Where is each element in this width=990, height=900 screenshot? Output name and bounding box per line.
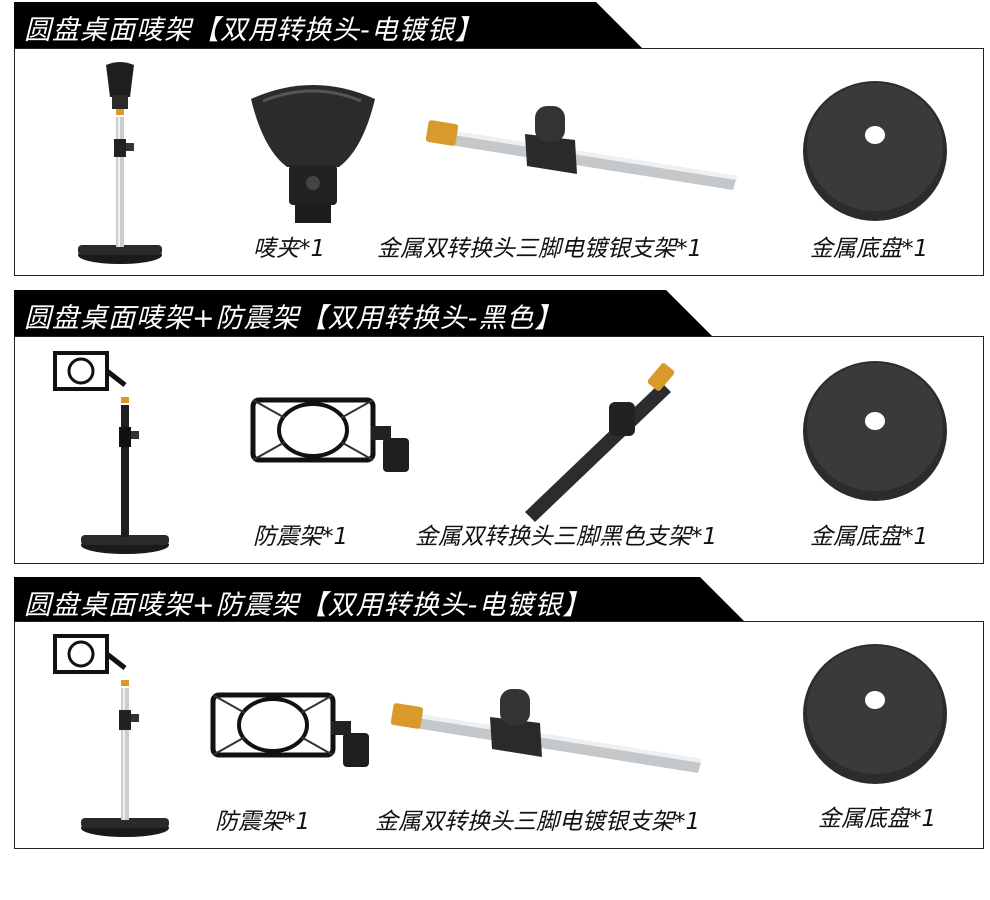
caption-mic-clip: 唛夹*1 [253,236,326,262]
section-2-panel: 防震架*1 金属双转换头三脚黑色支架*1 金属底盘*1 [14,336,984,564]
caption-round-base: 金属底盘*1 [810,236,929,262]
caption-shock-mount: 防震架*1 [253,524,349,550]
section-3-title: 圆盘桌面唛架+防震架【双用转换头-电镀银】 [24,590,591,621]
section-1-header: 圆盘桌面唛架【双用转换头-电镀银】 [14,2,654,48]
caption-extension-arm: 金属双转换头三脚电镀银支架*1 [377,236,703,262]
section-2-header: 圆盘桌面唛架+防震架【双用转换头-黑色】 [14,290,714,336]
caption-round-base: 金属底盘*1 [810,524,929,550]
caption-round-base: 金属底盘*1 [818,806,937,832]
black-extension-arm-icon [525,363,675,522]
mic-stand-shock-mount-icon [53,351,169,554]
round-base-icon [803,81,947,221]
round-base-icon [803,644,947,784]
shock-mount-icon [210,692,369,767]
section-1-title: 圆盘桌面唛架【双用转换头-电镀银】 [24,15,483,46]
header-banner-shape [14,2,642,48]
section-2-title: 圆盘桌面唛架+防震架【双用转换头-黑色】 [24,303,563,334]
header-banner-shape [14,577,746,623]
mic-stand-shock-mount-icon [53,634,169,837]
round-base-icon [803,361,947,501]
mic-clip-icon [251,85,375,223]
shock-mount-icon [250,397,409,472]
section-3-panel: 防震架*1 金属双转换头三脚电镀银支架*1 金属底盘*1 [14,621,984,849]
silver-extension-arm-icon [390,689,702,773]
header-banner-shape [14,290,712,336]
section-3-header: 圆盘桌面唛架+防震架【双用转换头-电镀银】 [14,577,754,623]
section-1-panel: 唛夹*1 金属双转换头三脚电镀银支架*1 金属底盘*1 [14,48,984,276]
mic-stand-clip-icon [78,62,162,264]
caption-extension-arm: 金属双转换头三脚黑色支架*1 [415,524,718,550]
caption-shock-mount: 防震架*1 [215,809,311,835]
silver-extension-arm-icon [425,106,737,190]
caption-extension-arm: 金属双转换头三脚电镀银支架*1 [375,809,701,835]
